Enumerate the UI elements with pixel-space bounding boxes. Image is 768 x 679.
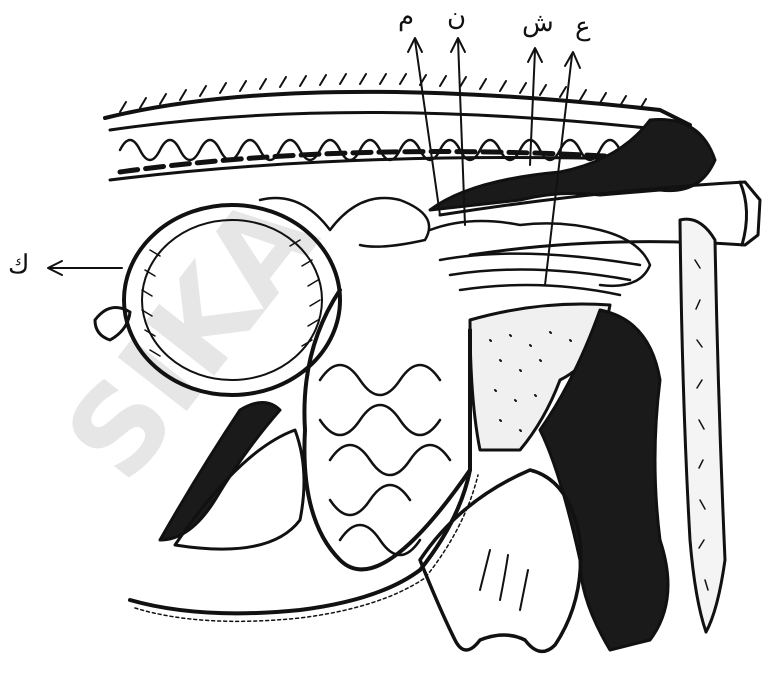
label-2: ن [447, 4, 466, 30]
sac-folds [480, 550, 528, 610]
label-5: ك [8, 252, 29, 278]
hanging-sac [420, 470, 581, 651]
label-3: ش [522, 10, 554, 36]
organ-layers [440, 254, 640, 295]
tail-tube-end [740, 182, 747, 245]
arrow-label-4-head [565, 52, 580, 68]
upper-coils [260, 198, 429, 247]
spinal-band-top [110, 113, 665, 131]
arrow-label-3 [530, 50, 535, 165]
arrow-label-1 [415, 40, 440, 215]
lower-dark-wedge [160, 403, 280, 541]
round-organ-hatching [142, 240, 320, 356]
label-4: ع [575, 14, 591, 40]
large-round-organ-inner [142, 220, 322, 380]
intestine-coils [320, 365, 450, 555]
label-1: م [398, 4, 414, 30]
